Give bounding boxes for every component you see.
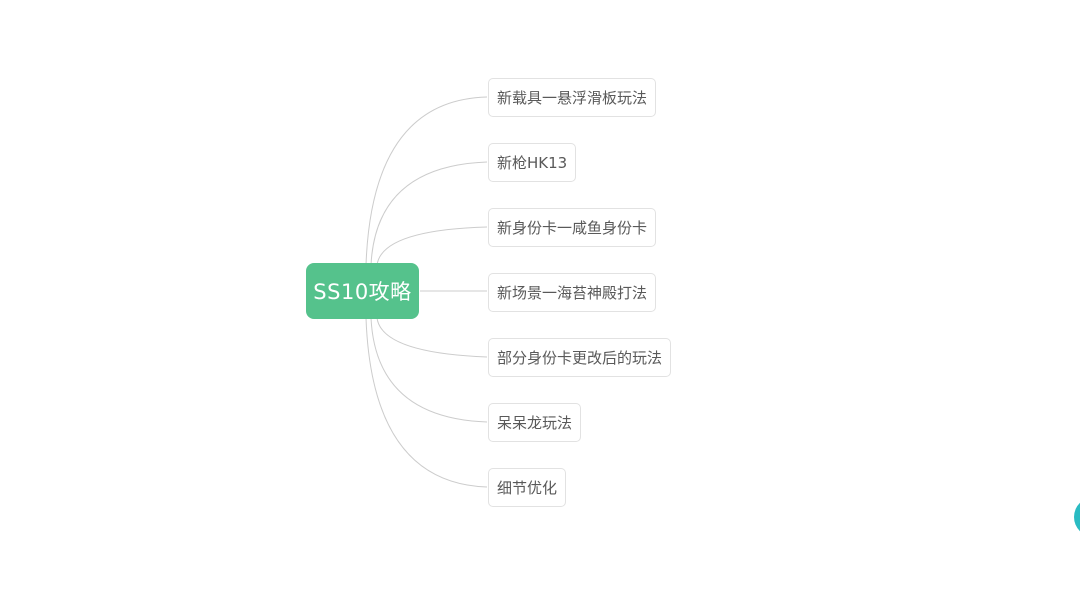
- mindmap-node[interactable]: 细节优化: [488, 468, 567, 507]
- mindmap-node[interactable]: 新场景一海苔神殿打法: [488, 273, 657, 312]
- mindmap-node[interactable]: 呆呆龙玩法: [488, 403, 582, 442]
- connector-line: [365, 317, 488, 488]
- connector-line: [370, 161, 488, 266]
- connector-line: [376, 317, 488, 358]
- mindmap-root-node[interactable]: SS10攻略: [306, 263, 419, 319]
- floating-action-button[interactable]: [1074, 497, 1080, 537]
- connector-line: [365, 96, 488, 266]
- connector-line: [370, 317, 488, 423]
- mindmap-node[interactable]: 新身份卡一咸鱼身份卡: [488, 208, 657, 247]
- mindmap-node[interactable]: 部分身份卡更改后的玩法: [488, 338, 672, 377]
- mindmap-node[interactable]: 新枪HK13: [488, 143, 577, 182]
- mindmap-node[interactable]: 新载具一悬浮滑板玩法: [488, 78, 657, 117]
- connector-line: [376, 226, 488, 266]
